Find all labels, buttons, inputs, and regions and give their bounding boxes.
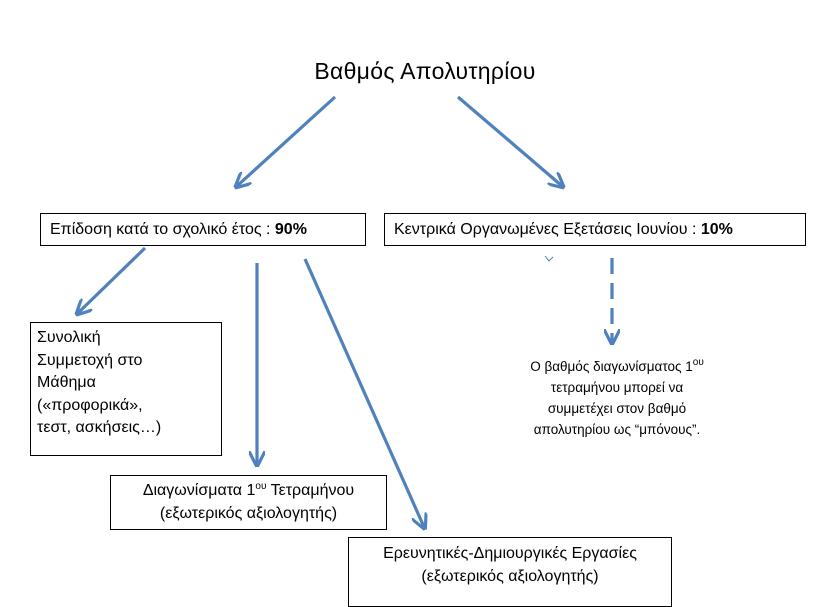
participation-line-5: τεστ, ασκήσεις…) — [37, 419, 162, 436]
research-line-2: (εξωτερικός αξιολογητής) — [421, 568, 599, 585]
school-year-percent: 90% — [274, 221, 307, 238]
term-tests-superscript: ου — [255, 481, 267, 492]
note-line-3: συμμετέχει στον βαθμό — [547, 401, 687, 416]
note-superscript: ου — [692, 357, 704, 368]
arrow-title-to-school-year — [237, 95, 337, 186]
participation-line-1: Συνολική — [37, 329, 101, 346]
title-text: Βαθμός Απολυτηρίου — [314, 58, 536, 84]
school-year-box: Επίδοση κατά το σχολικό έτος : 90% — [40, 213, 366, 246]
note-line-4: απολυτηρίου ως “μπόνους”. — [533, 422, 701, 437]
term-tests-suffix: Τετραμήνου — [266, 482, 355, 499]
arrow-school-year-to-research — [303, 258, 424, 527]
note-line-1: Ο βαθμός διαγωνίσματος 1ου — [497, 356, 737, 377]
june-exams-box: Κεντρικά Οργανωμένες Εξετάσεις Ιουνίου :… — [384, 213, 806, 246]
term-tests-prefix: Διαγωνίσματα 1 — [142, 482, 256, 499]
term-tests-line-1: Διαγωνίσματα 1ου Τετραμήνου — [111, 479, 386, 502]
research-line-1: Ερευνητικές-Δημιουργικές Εργασίες — [383, 545, 637, 562]
school-year-label: Επίδοση κατά το σχολικό έτος : — [50, 221, 275, 238]
bonus-note: Ο βαθμός διαγωνίσματος 1ου τετραμήνου μπ… — [497, 356, 737, 440]
note-prefix: Ο βαθμός διαγωνίσματος 1 — [530, 359, 693, 374]
arrow-school-year-to-participation — [78, 246, 147, 313]
term-tests-box: Διαγωνίσματα 1ου Τετραμήνου (εξωτερικός … — [110, 475, 387, 530]
june-exams-percent: 10% — [700, 221, 733, 238]
participation-line-4: («προφορικά», — [37, 396, 143, 414]
research-box: Ερευνητικές-Δημιουργικές Εργασίες (εξωτε… — [348, 537, 672, 607]
note-line-2: τετραμήνου μπορεί να — [550, 380, 684, 395]
small-chevron-mark — [544, 255, 554, 262]
participation-line-3: Μάθημα — [37, 374, 96, 391]
participation-line-2: Συμμετοχή στο — [37, 351, 143, 369]
arrow-title-to-june-exams — [456, 95, 562, 186]
diagram-title: Βαθμός Απολυτηρίου — [260, 58, 590, 85]
june-exams-label: Κεντρικά Οργανωμένες Εξετάσεις Ιουνίου : — [394, 221, 701, 238]
term-tests-line-2: (εξωτερικός αξιολογητής) — [159, 505, 338, 522]
participation-box: Συνολική Συμμετοχή στο Μάθημα («προφορικ… — [30, 322, 222, 456]
